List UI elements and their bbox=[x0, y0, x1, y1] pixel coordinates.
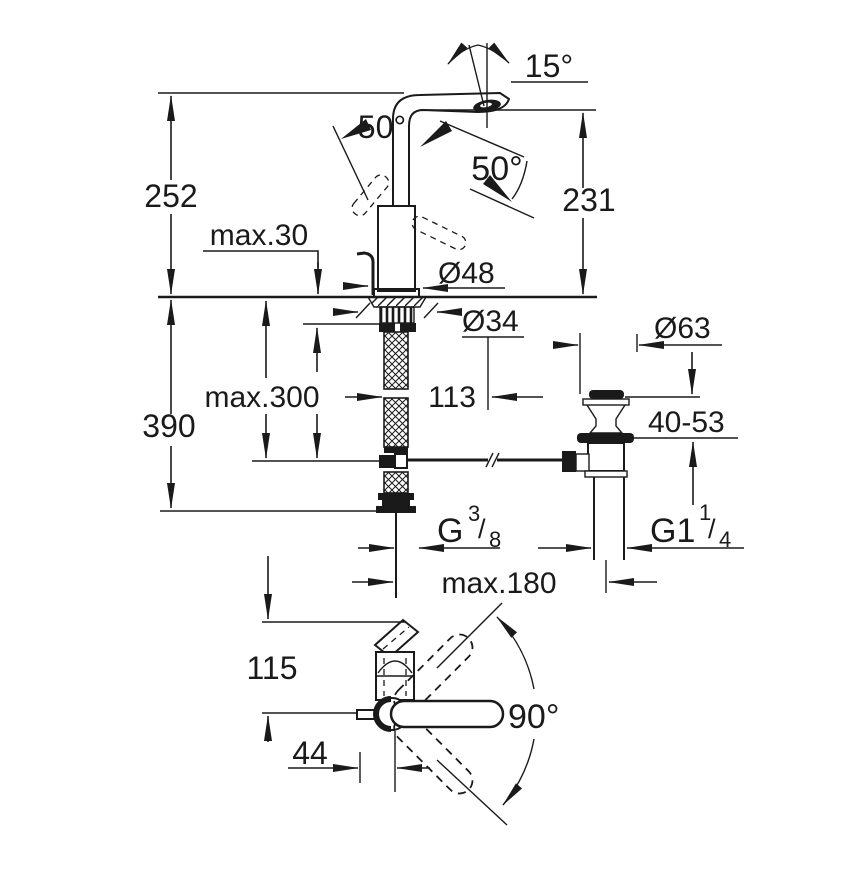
dim-base-diameter-label: Ø48 bbox=[438, 257, 495, 290]
hose-tail bbox=[383, 471, 409, 494]
swivel-arc-lower bbox=[502, 738, 535, 806]
supply-thread-label: G 3 / 8 bbox=[437, 501, 501, 552]
supply-nut-2 bbox=[382, 500, 410, 506]
supply-nut-3 bbox=[376, 506, 416, 513]
dim-hole-diameter-label: Ø34 bbox=[462, 305, 519, 338]
base-diameter-callouts: Ø48 Ø34 113 bbox=[333, 257, 543, 414]
dim-front-projection-label: 115 bbox=[246, 650, 297, 686]
lever-dashed-left bbox=[351, 174, 390, 217]
hose-end-fitting bbox=[384, 447, 408, 453]
spout-outline bbox=[392, 91, 511, 140]
d34-tick-right bbox=[423, 302, 439, 319]
body-outline bbox=[377, 205, 416, 292]
lever-dashed-right bbox=[411, 215, 467, 251]
arc-50-right-arrowhead bbox=[483, 175, 512, 202]
waste-rod-port-collar bbox=[575, 453, 590, 472]
waste-body bbox=[587, 442, 625, 472]
tv-spout-dash bbox=[382, 626, 410, 650]
hose-nut-left bbox=[379, 323, 395, 332]
threaded-shank bbox=[379, 306, 415, 324]
arc-50-mid-arrowhead bbox=[420, 121, 452, 147]
arc-15-left bbox=[447, 42, 479, 65]
faucet-body bbox=[351, 91, 511, 298]
dim-lever-angle-right-label: 50° bbox=[471, 150, 522, 188]
right-dimension-231: 231 bbox=[562, 112, 616, 295]
dim-spout-reach-label: 113 bbox=[428, 381, 476, 414]
dim-spout-height-label: 231 bbox=[562, 182, 615, 218]
thread-dimensions: G 3 / 8 G1 1 / 4 max.180 bbox=[352, 500, 744, 600]
tilted-reference bbox=[468, 44, 485, 107]
rod-joint bbox=[394, 453, 408, 469]
swivel-ray-up bbox=[436, 602, 503, 669]
tv-body-dome bbox=[377, 660, 413, 674]
dim-under-deck-depth-label: 390 bbox=[142, 408, 195, 444]
tv-pivot-heavy-arc bbox=[373, 696, 392, 732]
dim-handle-offset-label: 44 bbox=[292, 735, 328, 771]
dim-waste-flange-diameter-label: Ø63 bbox=[654, 312, 711, 345]
d34-tick-left bbox=[355, 302, 371, 319]
braided-hose-upper bbox=[383, 331, 409, 390]
waste-rod-port bbox=[562, 451, 576, 472]
arc-50-left-arrowhead bbox=[341, 119, 371, 139]
swivel-arc-upper bbox=[496, 616, 535, 690]
angle-callouts: 15° 50° 50° bbox=[332, 42, 588, 219]
ray-lever-left bbox=[332, 125, 369, 201]
tv-handle bbox=[389, 699, 505, 729]
pop-up-waste bbox=[562, 390, 634, 560]
arc-15-right bbox=[477, 42, 510, 64]
waste-collar bbox=[584, 470, 628, 478]
supply-nut-1 bbox=[378, 493, 414, 500]
ray-lever-right bbox=[469, 188, 535, 219]
rod-break-mark-2 bbox=[491, 452, 500, 468]
dim-spout-tilt-label: 15° bbox=[525, 48, 573, 84]
pop-up-rod-hook bbox=[356, 251, 375, 295]
dim-rod-reach-label: max.180 bbox=[441, 567, 556, 600]
ray-lever-neutral bbox=[439, 120, 525, 158]
waste-seal-ring bbox=[577, 433, 634, 443]
mounting-flange bbox=[366, 296, 428, 308]
swivel-ray-down bbox=[436, 759, 508, 826]
rod-clamp bbox=[379, 455, 395, 468]
waste-thread-label: G1 1 / 4 bbox=[650, 500, 731, 552]
waste-cone bbox=[586, 404, 626, 434]
top-view: 115 90° 44 bbox=[246, 556, 559, 826]
dim-waste-clamp-range-label: 40-53 bbox=[648, 406, 725, 439]
dim-max30-leader bbox=[203, 250, 319, 268]
arc-50-right bbox=[511, 160, 528, 200]
dim-handle-swivel-label: 90° bbox=[508, 698, 559, 736]
faucet-under-deck bbox=[366, 296, 562, 598]
left-dimensions: 252 max.30 390 max.300 bbox=[142, 95, 322, 509]
drain-dimensions: Ø63 40-53 bbox=[553, 312, 738, 505]
dim-height-overall-label: 252 bbox=[144, 178, 197, 214]
rod-break-mark-1 bbox=[485, 452, 494, 468]
waste-rim bbox=[582, 398, 630, 406]
hose-nut-right bbox=[400, 323, 416, 332]
braided-hose-lower bbox=[383, 397, 409, 448]
waste-button bbox=[589, 390, 624, 399]
dim-hose-length-label: max.300 bbox=[204, 381, 319, 414]
dim-deck-thickness-label: max.30 bbox=[210, 219, 308, 252]
dim-lever-angle-left-label: 50° bbox=[358, 109, 406, 145]
